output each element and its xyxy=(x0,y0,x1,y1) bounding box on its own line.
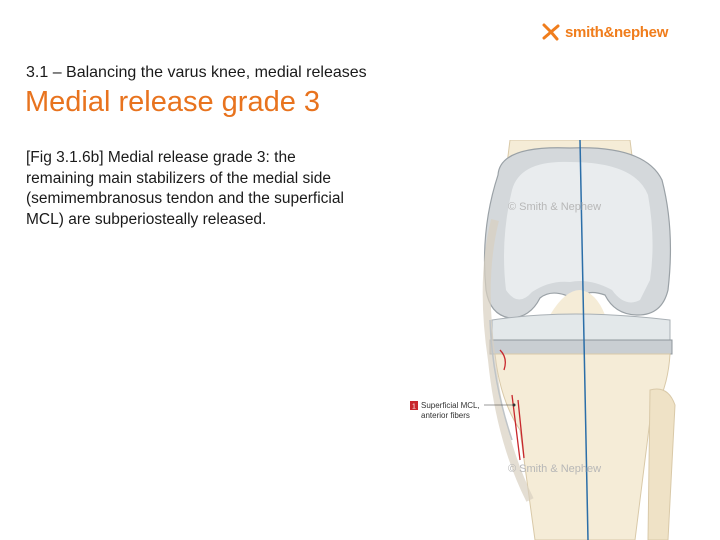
brand-logo: smith&nephew xyxy=(541,22,668,42)
callout-label-line1: Superficial MCL, xyxy=(421,401,480,410)
watermark-bottom: © Smith & Nephew xyxy=(508,463,601,475)
slide-title: Medial release grade 3 xyxy=(25,86,321,118)
femoral-component-highlight xyxy=(504,161,653,303)
poly-insert xyxy=(491,313,671,341)
callout-label-line2: anterior fibers xyxy=(421,411,470,420)
callout-dot xyxy=(512,403,516,407)
slide-subtitle: 3.1 – Balancing the varus knee, medial r… xyxy=(26,64,367,81)
fibula xyxy=(647,388,676,540)
brand-name: smith&nephew xyxy=(565,23,669,41)
callout-number: 1 xyxy=(412,404,416,411)
tibia xyxy=(494,353,671,540)
medial-ligament xyxy=(482,219,534,502)
callout-number-box xyxy=(410,401,418,410)
figure-caption: [Fig 3.1.6b] Medial release grade 3: the… xyxy=(26,149,344,228)
burst-icon xyxy=(542,23,560,41)
knee-illustration: © Smith & Nephew © Smith & Nephew 1 Supe… xyxy=(410,140,676,540)
watermark-top: © Smith & Nephew xyxy=(508,201,601,213)
mechanical-axis-line xyxy=(579,140,589,540)
tibial-tray xyxy=(489,339,673,355)
intercondylar-notch xyxy=(550,290,605,315)
medial-ligament-fibers xyxy=(489,319,513,441)
